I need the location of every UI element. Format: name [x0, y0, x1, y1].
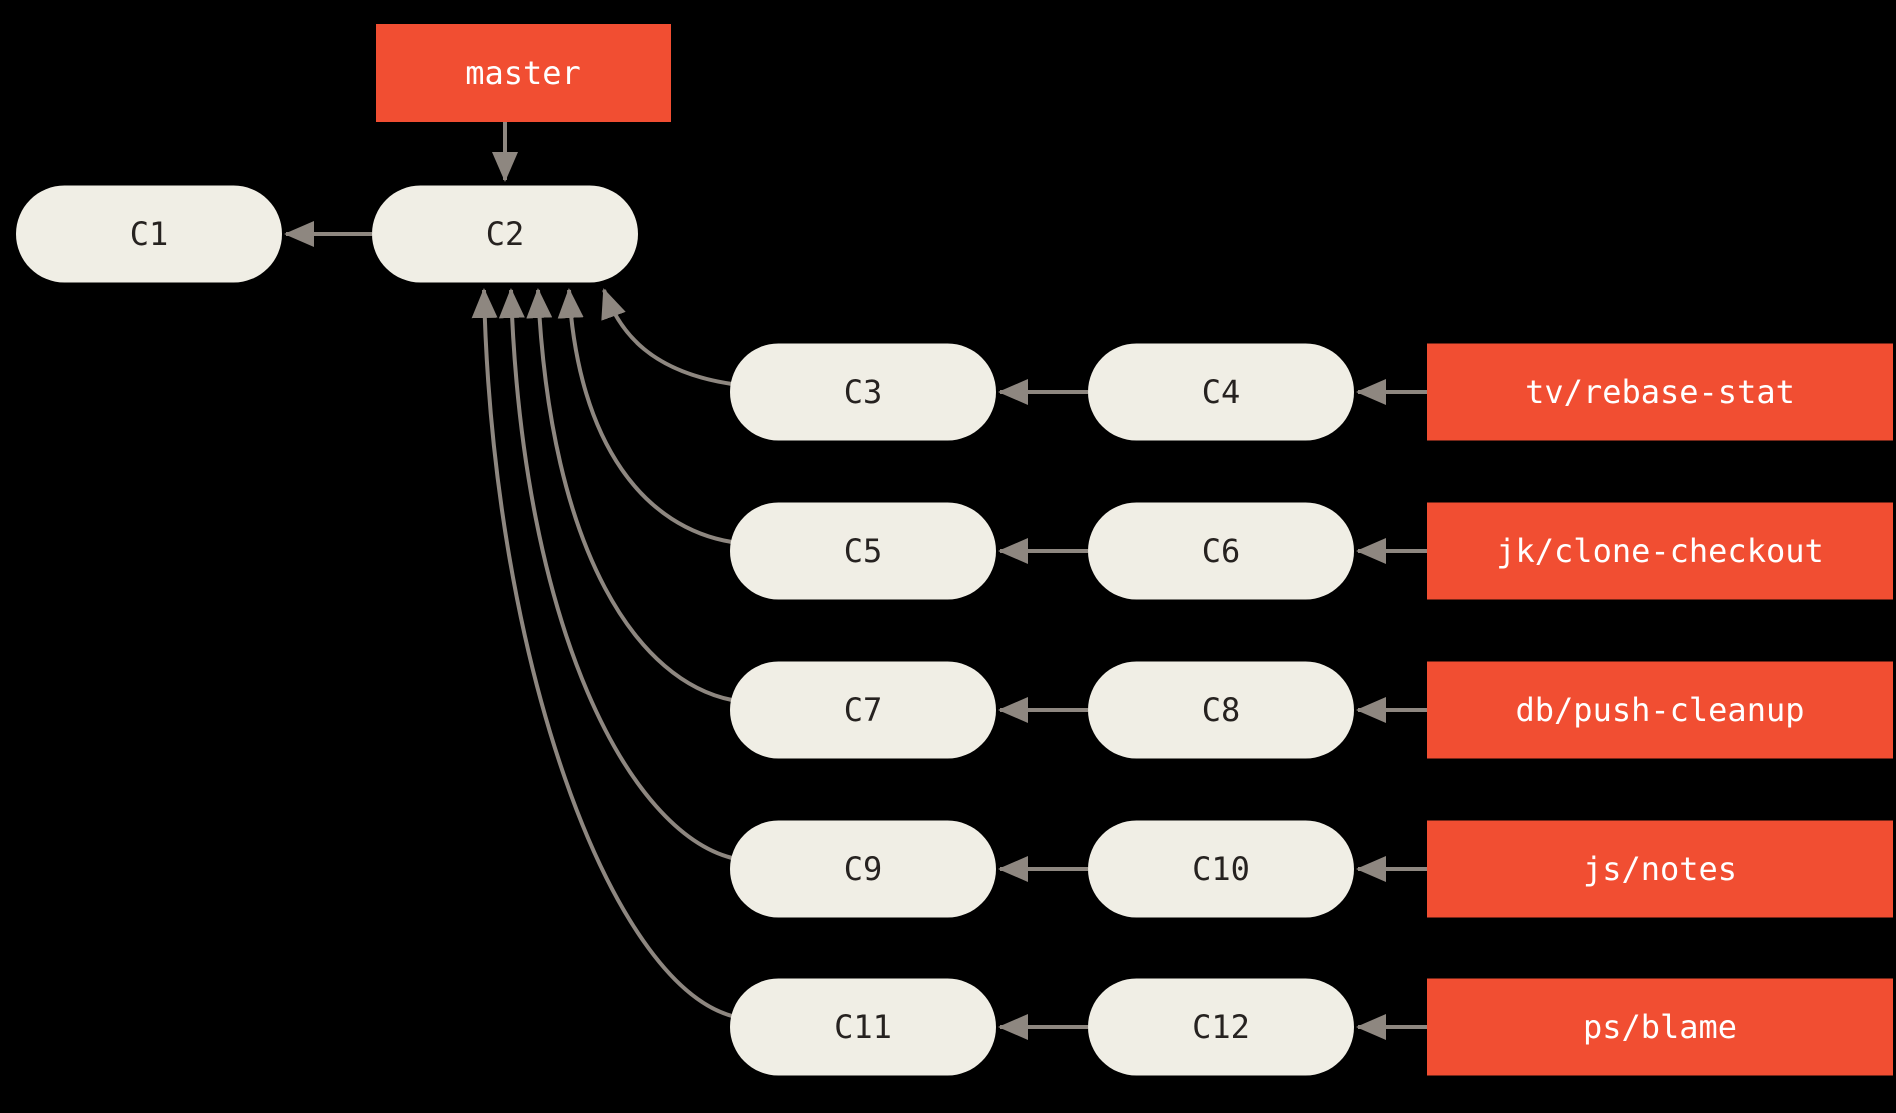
branch-ref-db-push-cleanup-label: db/push-cleanup — [1516, 691, 1805, 729]
arrow-c7-to-c2 — [526, 288, 733, 702]
commit-c8-pill — [1088, 661, 1354, 759]
branch-row-4: C9 C10 js/notes — [730, 820, 1893, 918]
commit-c5-label: C5 — [844, 532, 883, 570]
branch-ref-master-box — [376, 24, 671, 122]
branch-ref-js-notes-label: js/notes — [1583, 850, 1737, 888]
arrow-c11-to-c2 — [471, 288, 733, 1018]
commit-c9-pill — [730, 820, 996, 918]
commit-c2-label: C2 — [486, 215, 525, 253]
commit-c3-label: C3 — [844, 373, 883, 411]
commit-c12-pill — [1088, 978, 1354, 1076]
commit-c7-pill — [730, 661, 996, 759]
commit-c11-pill — [730, 978, 996, 1076]
commit-c7-label: C7 — [844, 691, 883, 729]
commit-c1-label: C1 — [130, 215, 169, 253]
commit-c6-label: C6 — [1202, 532, 1241, 570]
commit-c11-label: C11 — [834, 1008, 892, 1046]
arrow-c9-to-c2 — [498, 288, 733, 860]
branch-ref-ps-blame-label: ps/blame — [1583, 1008, 1737, 1046]
commit-c10-label: C10 — [1192, 850, 1250, 888]
branch-ref-jk-clone-checkout-label: jk/clone-checkout — [1496, 532, 1824, 570]
arrow-c3-to-c2 — [601, 288, 733, 386]
commit-c1-pill — [16, 185, 282, 283]
branch-row-1: C3 C4 tv/rebase-stat — [730, 343, 1893, 441]
commit-node-c1: C1 — [16, 185, 282, 283]
commit-c8-label: C8 — [1202, 691, 1241, 729]
commit-c3-pill — [730, 343, 996, 441]
commit-c2-pill — [372, 185, 638, 283]
commit-c9-label: C9 — [844, 850, 883, 888]
commit-c4-label: C4 — [1202, 373, 1241, 411]
branch-ref-tv-rebase-stat-box — [1427, 343, 1893, 441]
branch-ref-master-label: master — [465, 54, 581, 92]
branch-ref-js-notes-box — [1427, 820, 1893, 918]
branch-ref-db-push-cleanup-box — [1427, 661, 1893, 759]
arrow-c5-to-c2 — [557, 288, 733, 544]
branch-row-5: C11 C12 ps/blame — [730, 978, 1893, 1076]
branch-ref-master: master — [376, 24, 671, 122]
branch-ref-jk-clone-checkout-box — [1427, 502, 1893, 600]
commit-c4-pill — [1088, 343, 1354, 441]
commit-node-c2: C2 — [372, 185, 638, 283]
branch-row-3: C7 C8 db/push-cleanup — [730, 661, 1893, 759]
commit-c12-label: C12 — [1192, 1008, 1250, 1046]
commit-c6-pill — [1088, 502, 1354, 600]
commit-c5-pill — [730, 502, 996, 600]
commit-c10-pill — [1088, 820, 1354, 918]
branch-row-2: C5 C6 jk/clone-checkout — [730, 502, 1893, 600]
branch-ref-tv-rebase-stat-label: tv/rebase-stat — [1525, 373, 1795, 411]
branch-ref-ps-blame-box — [1427, 978, 1893, 1076]
